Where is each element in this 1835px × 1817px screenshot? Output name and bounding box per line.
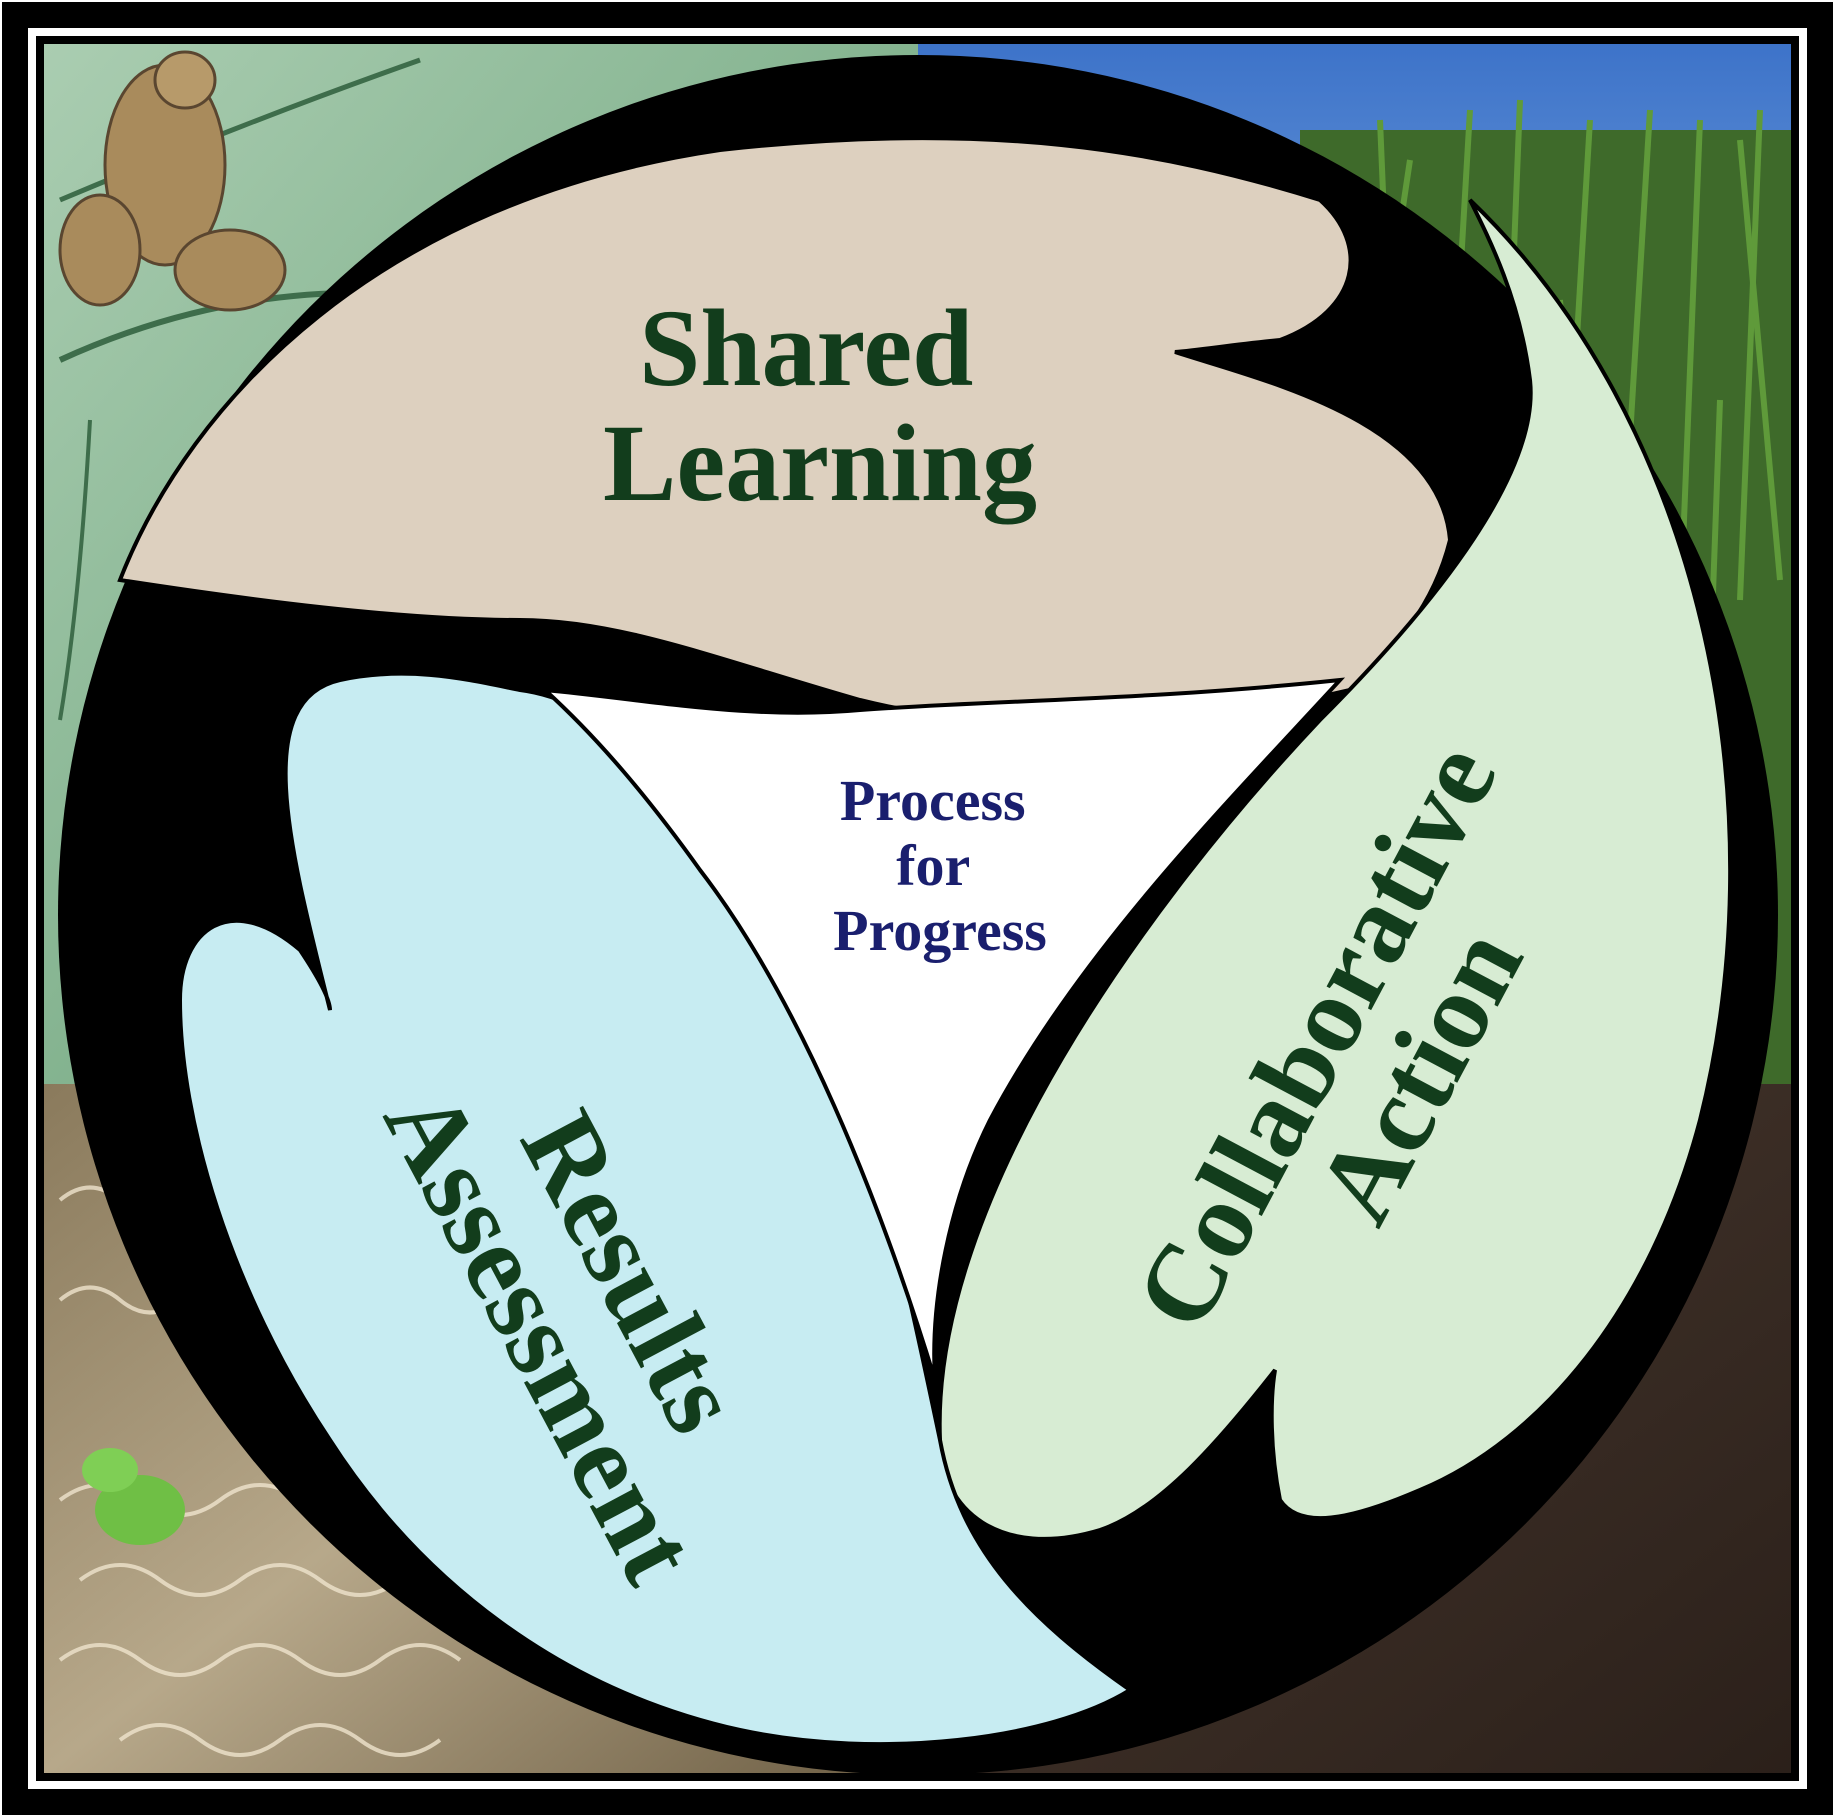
collaborative-action-segment [937, 198, 1733, 1541]
shared-learning-line-2: Learning [603, 402, 1037, 524]
center-label-line-1: Process [840, 768, 1026, 833]
frog-illustration [58, 50, 287, 312]
shared-learning-line-1: Shared [639, 287, 973, 409]
water-plant [82, 1448, 185, 1545]
center-label-line-2: for [896, 833, 969, 898]
center-triangle [539, 677, 1346, 1381]
center-label-line-3: Progress [833, 898, 1047, 963]
shared-learning-label: Shared Learning [603, 287, 1037, 524]
shared-learning-segment [117, 136, 1453, 726]
center-label: Process for Progress [833, 768, 1047, 963]
